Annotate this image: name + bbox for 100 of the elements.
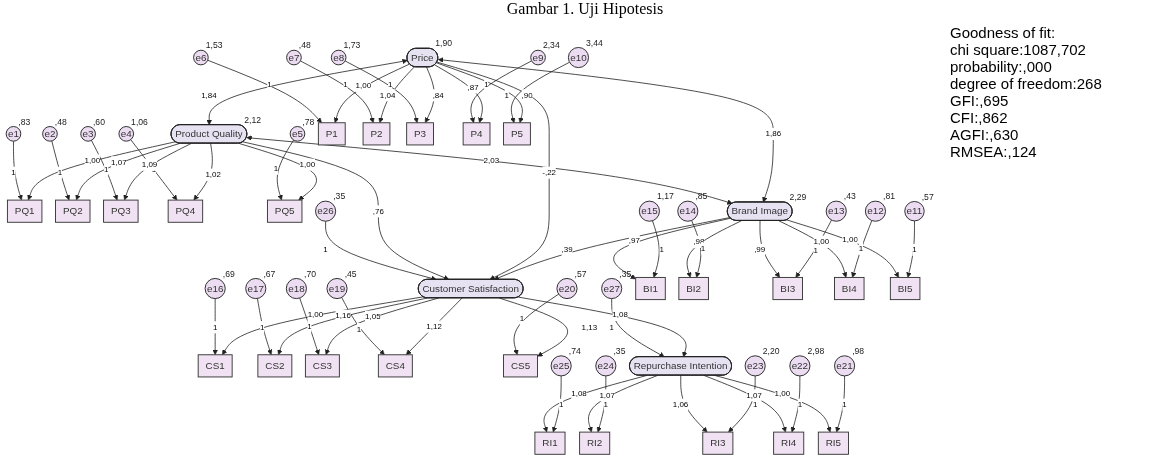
node-box: PQ1 <box>6 199 43 223</box>
variance-label: 2,29 <box>789 192 807 203</box>
node-box: RI3 <box>702 431 734 455</box>
node-circle: e11 <box>904 201 925 222</box>
node-box: CS3 <box>304 354 340 378</box>
node-box: P3 <box>406 122 434 146</box>
edge-label: 1,00 <box>307 309 324 320</box>
node-circle: e22 <box>789 355 811 377</box>
node-circle: e8 <box>330 49 347 66</box>
edge-label: 1 <box>842 399 847 409</box>
variance-label: ,81 <box>883 191 896 202</box>
node-circle: e18 <box>285 278 307 300</box>
fit-statistic: degree of freedom:268 <box>950 75 1102 92</box>
edge-label: 1 <box>700 243 706 253</box>
node-box: BI1 <box>635 276 666 301</box>
node-box: BI5 <box>889 276 921 301</box>
variance-label: ,98 <box>852 345 865 356</box>
variance-label: ,45 <box>344 268 357 279</box>
edge-label: 1,12 <box>426 321 442 331</box>
variance-label: 1,17 <box>657 191 674 202</box>
variance-label: 2,34 <box>542 40 560 51</box>
node-box: P2 <box>362 122 391 146</box>
edge-label: 1 <box>912 245 917 255</box>
node-box: PQ2 <box>55 199 91 223</box>
edge-label: ,39 <box>561 245 573 255</box>
variance-label: 3,44 <box>586 37 603 48</box>
edge-label: ,87 <box>467 82 479 92</box>
node-box: P5 <box>503 122 531 146</box>
edge-label: 1 <box>343 79 348 90</box>
variance-label: ,48 <box>298 40 311 51</box>
edge-label: 1,05 <box>365 311 381 322</box>
edge-label: 1 <box>797 399 803 409</box>
node-circle: e6 <box>193 49 209 66</box>
node-circle: e14 <box>677 200 699 222</box>
edge-label: ,76 <box>372 206 384 216</box>
node-circle: e2 <box>42 126 58 142</box>
edge-label: 1 <box>504 90 510 100</box>
edge-label: ,97 <box>628 235 640 245</box>
edge-label: 1 <box>387 79 393 90</box>
node-box: RI2 <box>579 431 611 455</box>
variance-label: ,57 <box>921 191 934 202</box>
fit-statistic: probability:,000 <box>950 58 1053 75</box>
node-circle: e9 <box>530 49 546 66</box>
node-box: PQ3 <box>103 199 139 223</box>
edge-label: 1,00 <box>299 159 316 169</box>
edge-label: 1,07 <box>111 157 127 167</box>
node-circle: e21 <box>834 355 856 377</box>
edge-label: 2,03 <box>483 155 500 165</box>
edge-label: 1,16 <box>335 310 351 321</box>
variance-label: ,35 <box>613 345 626 356</box>
edge-label: 1 <box>558 399 564 409</box>
edge-label: 1 <box>323 245 328 255</box>
edge-label: 1,02 <box>205 169 221 180</box>
variance-label: ,48 <box>54 116 67 127</box>
diagram-title: Gambar 1. Uji Hipotesis <box>505 0 665 18</box>
edge-label: 1 <box>752 399 758 409</box>
variance-label: ,83 <box>18 116 31 127</box>
variance-label: ,69 <box>222 268 235 279</box>
fit-statistic: GFI:,695 <box>950 92 1010 109</box>
edge-label: 1 <box>267 79 272 90</box>
node-box: PQ5 <box>267 199 303 223</box>
node-box: BI2 <box>678 276 709 301</box>
node-circle: e16 <box>204 278 226 300</box>
variance-label: 2,20 <box>762 345 780 356</box>
variance-label: 2,12 <box>244 114 262 125</box>
variance-label: ,57 <box>574 268 587 279</box>
node-circle: e17 <box>245 278 267 300</box>
edge-label: 1 <box>356 324 362 334</box>
edge-label: 1 <box>603 399 609 409</box>
node-circle: e24 <box>595 355 617 377</box>
variance-label: ,43 <box>843 191 856 202</box>
variance-label: ,85 <box>695 191 708 202</box>
edge-label: 1 <box>273 163 279 173</box>
variance-label: ,70 <box>304 268 316 279</box>
node-box: P1 <box>317 122 346 146</box>
edge-label: 1 <box>307 321 312 331</box>
fit-statistic: CFI:,862 <box>950 109 1009 126</box>
variance-label: 2,98 <box>807 345 825 356</box>
variance-label: ,60 <box>92 116 105 127</box>
edge-label: 1 <box>11 167 16 177</box>
node-box: CS2 <box>257 354 293 378</box>
edge-label: 1,00 <box>842 234 858 245</box>
edge-label: 1,00 <box>774 388 791 399</box>
edge-label: 1 <box>212 322 218 332</box>
edge-label: 1,13 <box>581 322 598 332</box>
edge-label: ,90 <box>521 90 533 100</box>
fit-statistic: RMSEA:,124 <box>950 143 1038 160</box>
node-box: BI4 <box>834 276 865 301</box>
edge-label: 1 <box>659 244 664 254</box>
fit-statistic: chi square:1087,702 <box>950 41 1087 58</box>
node-box: CS5 <box>503 354 538 378</box>
variance-label: 1,06 <box>131 116 148 127</box>
edge-label: 1 <box>260 322 265 332</box>
edge-label: 1,06 <box>672 399 689 409</box>
node-circle: e23 <box>744 355 766 377</box>
edge-label: 1,86 <box>765 129 782 139</box>
node-circle: e19 <box>326 278 348 300</box>
node-circle: e20 <box>556 278 578 300</box>
node-circle: e5 <box>289 126 306 142</box>
node-box: BI3 <box>772 276 803 301</box>
